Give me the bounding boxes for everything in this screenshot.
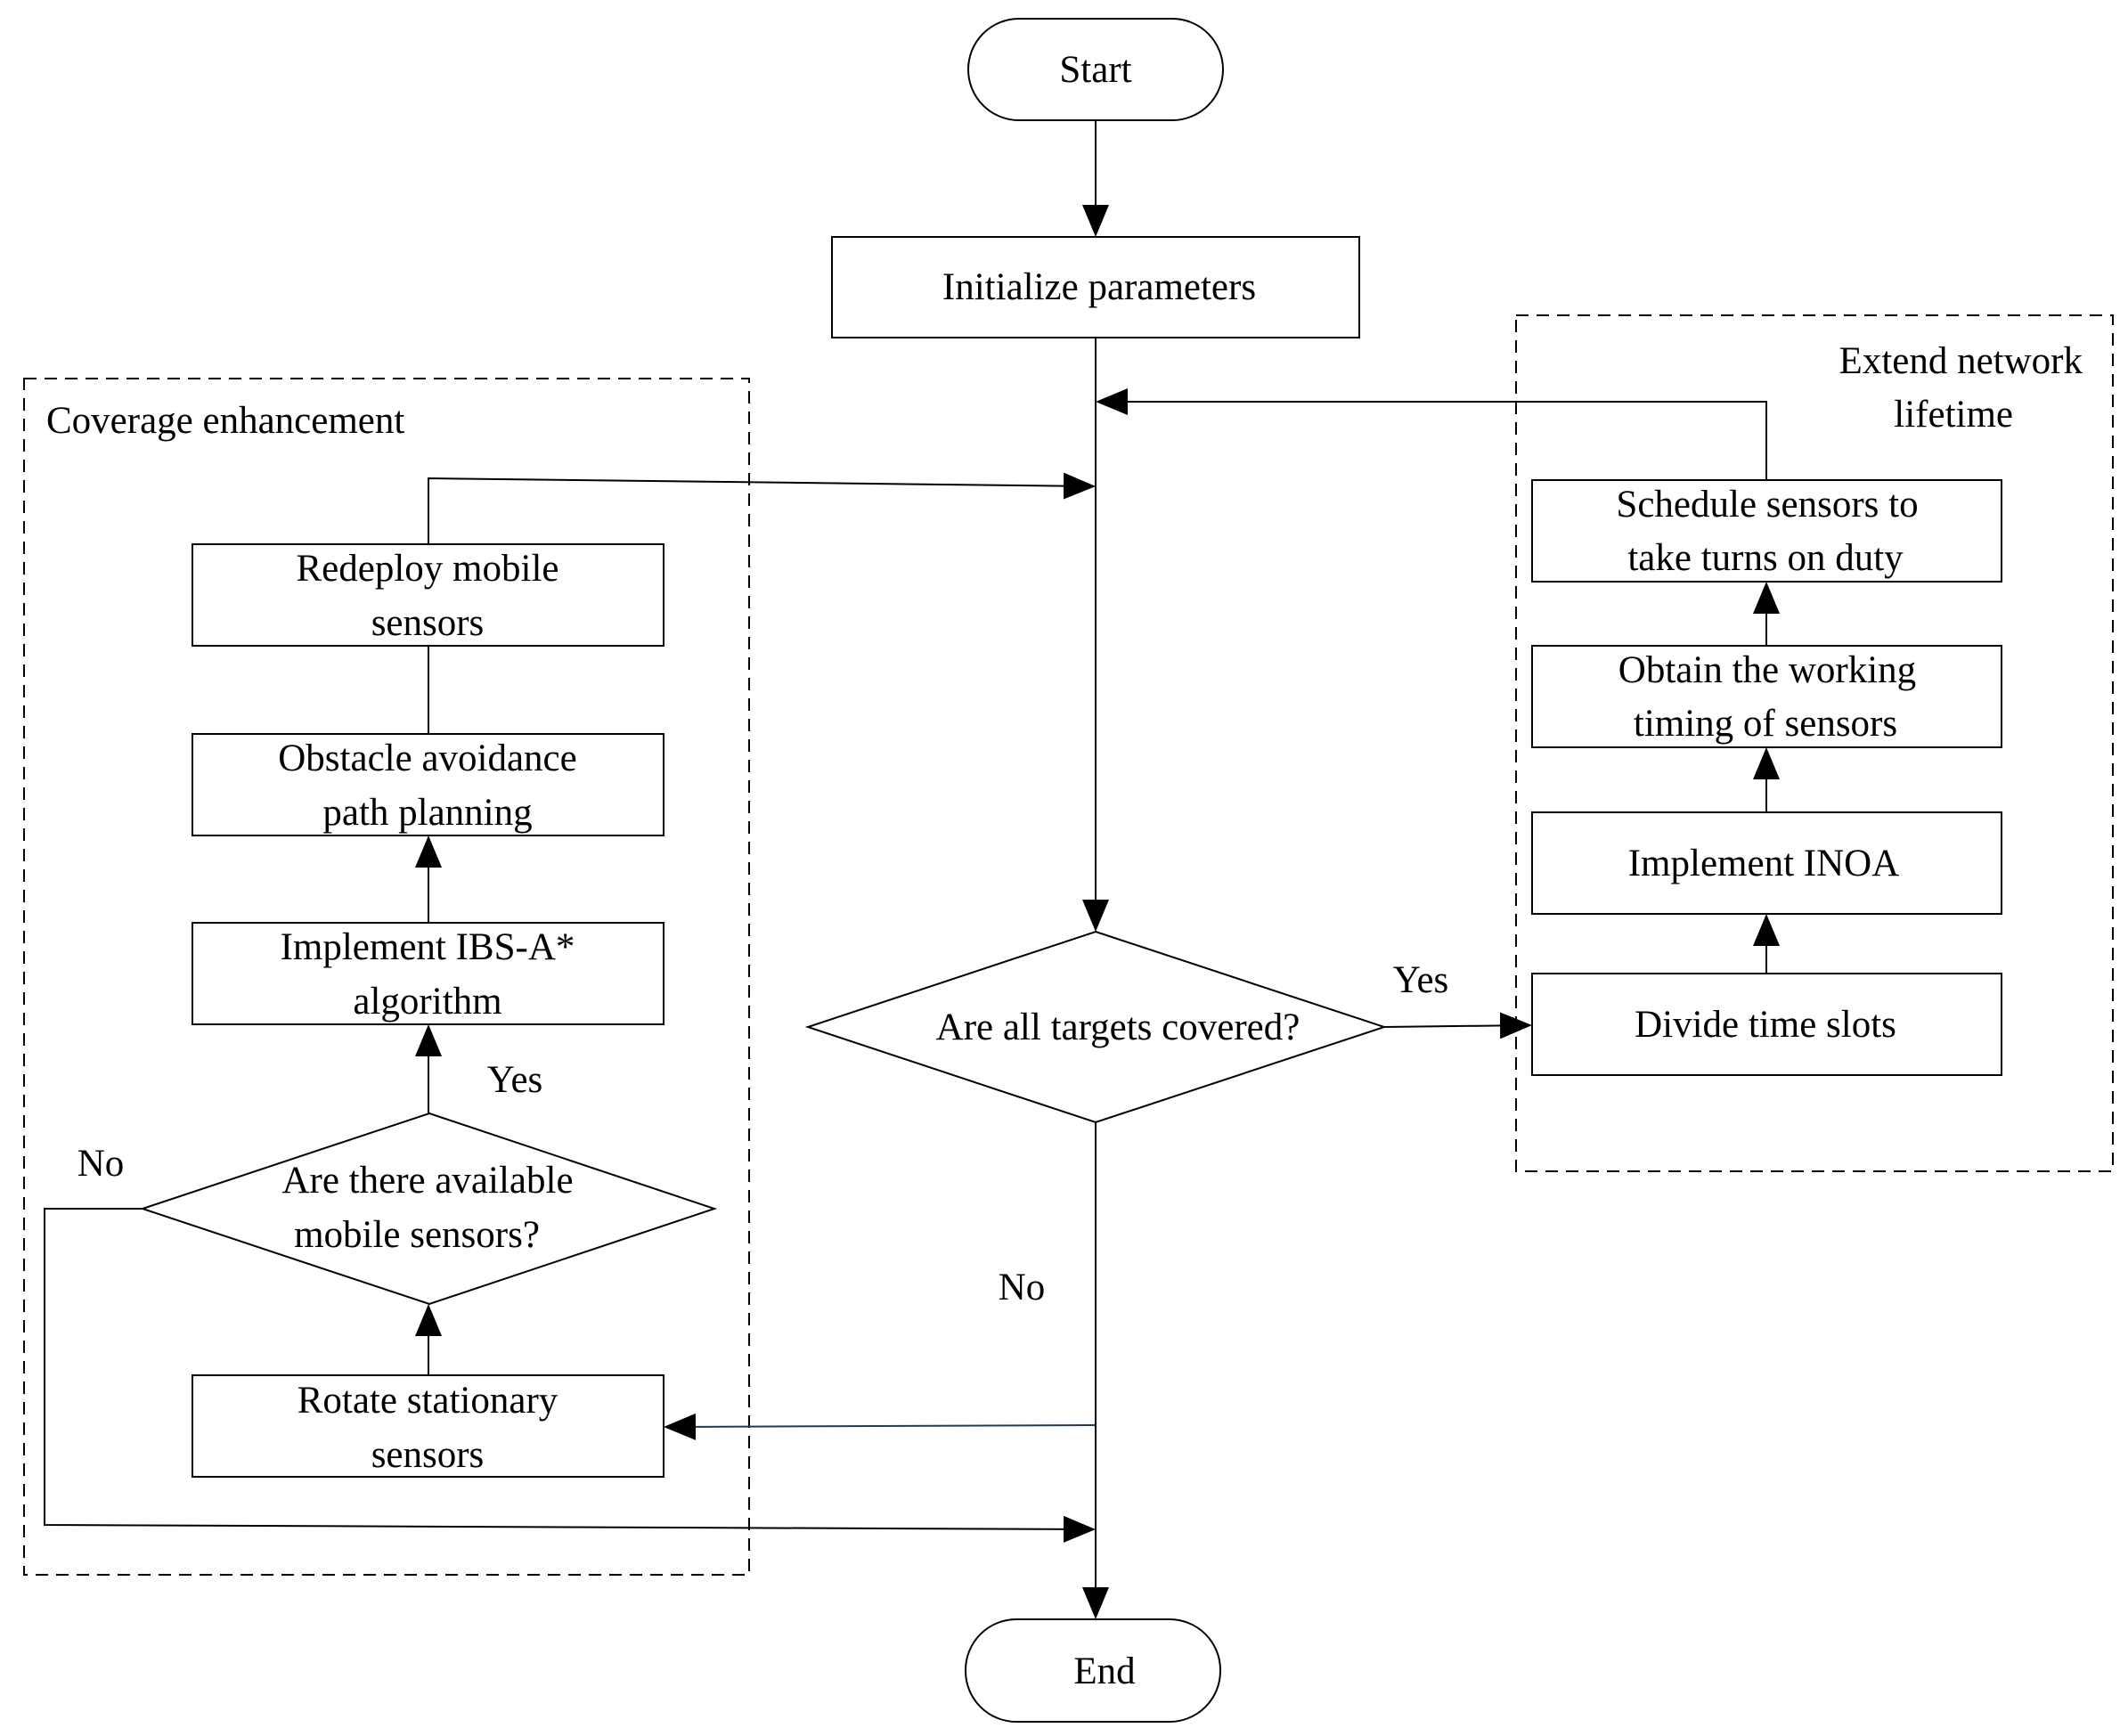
yes-up-label: Yes [487,1059,543,1101]
rotate-label-line2: sensors [371,1434,485,1476]
obstacle-label-line2: path planning [322,792,532,834]
initialize-parameters-label: Initialize parameters [942,266,1256,308]
schedule-label-line2: take turns on duty [1627,537,1904,579]
coverage-enhancement-group [23,378,750,1576]
mobile-sensors-label-line1: Are there available [281,1160,573,1202]
redeploy-box [192,543,664,647]
end-terminal [965,1618,1221,1723]
rotate-label-line1: Rotate stationary [298,1380,558,1422]
schedule-label-line1: Schedule sensors to [1616,484,1918,526]
coverage-group-label: Coverage enhancement [46,400,404,442]
implement-inoa-box [1531,811,2002,915]
obtain-timing-label-line1: Obtain the working [1618,649,1916,691]
edge-redeploy-feedback [428,472,1096,544]
ibs-label-line2: algorithm [353,981,501,1023]
edge-schedule-feedback [1096,388,1767,480]
edge-no-to-rotate [664,1413,1097,1440]
extend-lifetime-group [1515,314,2114,1172]
obtain-timing-label-line2: timing of sensors [1634,703,1897,745]
yes-right-label: Yes [1393,959,1449,1001]
rotate-box [192,1374,664,1478]
ibs-label-line1: Implement IBS-A* [281,926,575,968]
edge-yes-to-divide [1383,1012,1532,1039]
redeploy-label-line1: Redeploy mobile [297,548,559,590]
mobile-sensors-decision [139,1112,718,1306]
no-down-label: No [999,1267,1046,1308]
targets-covered-label: Are all targets covered? [936,1007,1300,1048]
obstacle-label-line1: Obstacle avoidance [278,738,576,779]
schedule-box [1531,479,2002,583]
divide-slots-label: Divide time slots [1635,1004,1896,1046]
no-left-label: No [77,1143,125,1185]
edge-mobile-no-to-end [44,1208,1096,1543]
end-label: End [1073,1650,1135,1692]
ibs-box [192,922,664,1025]
extend-group-label-line2: lifetime [1894,394,2013,436]
obtain-timing-box [1531,645,2002,748]
redeploy-label-line2: sensors [371,602,485,644]
start-label: Start [1059,49,1131,91]
initialize-parameters-box [831,236,1360,338]
implement-inoa-label: Implement INOA [1628,843,1900,884]
extend-group-label-line1: Extend network [1839,340,2083,382]
divide-slots-box [1531,973,2002,1076]
mobile-sensors-label-line2: mobile sensors? [294,1214,540,1256]
